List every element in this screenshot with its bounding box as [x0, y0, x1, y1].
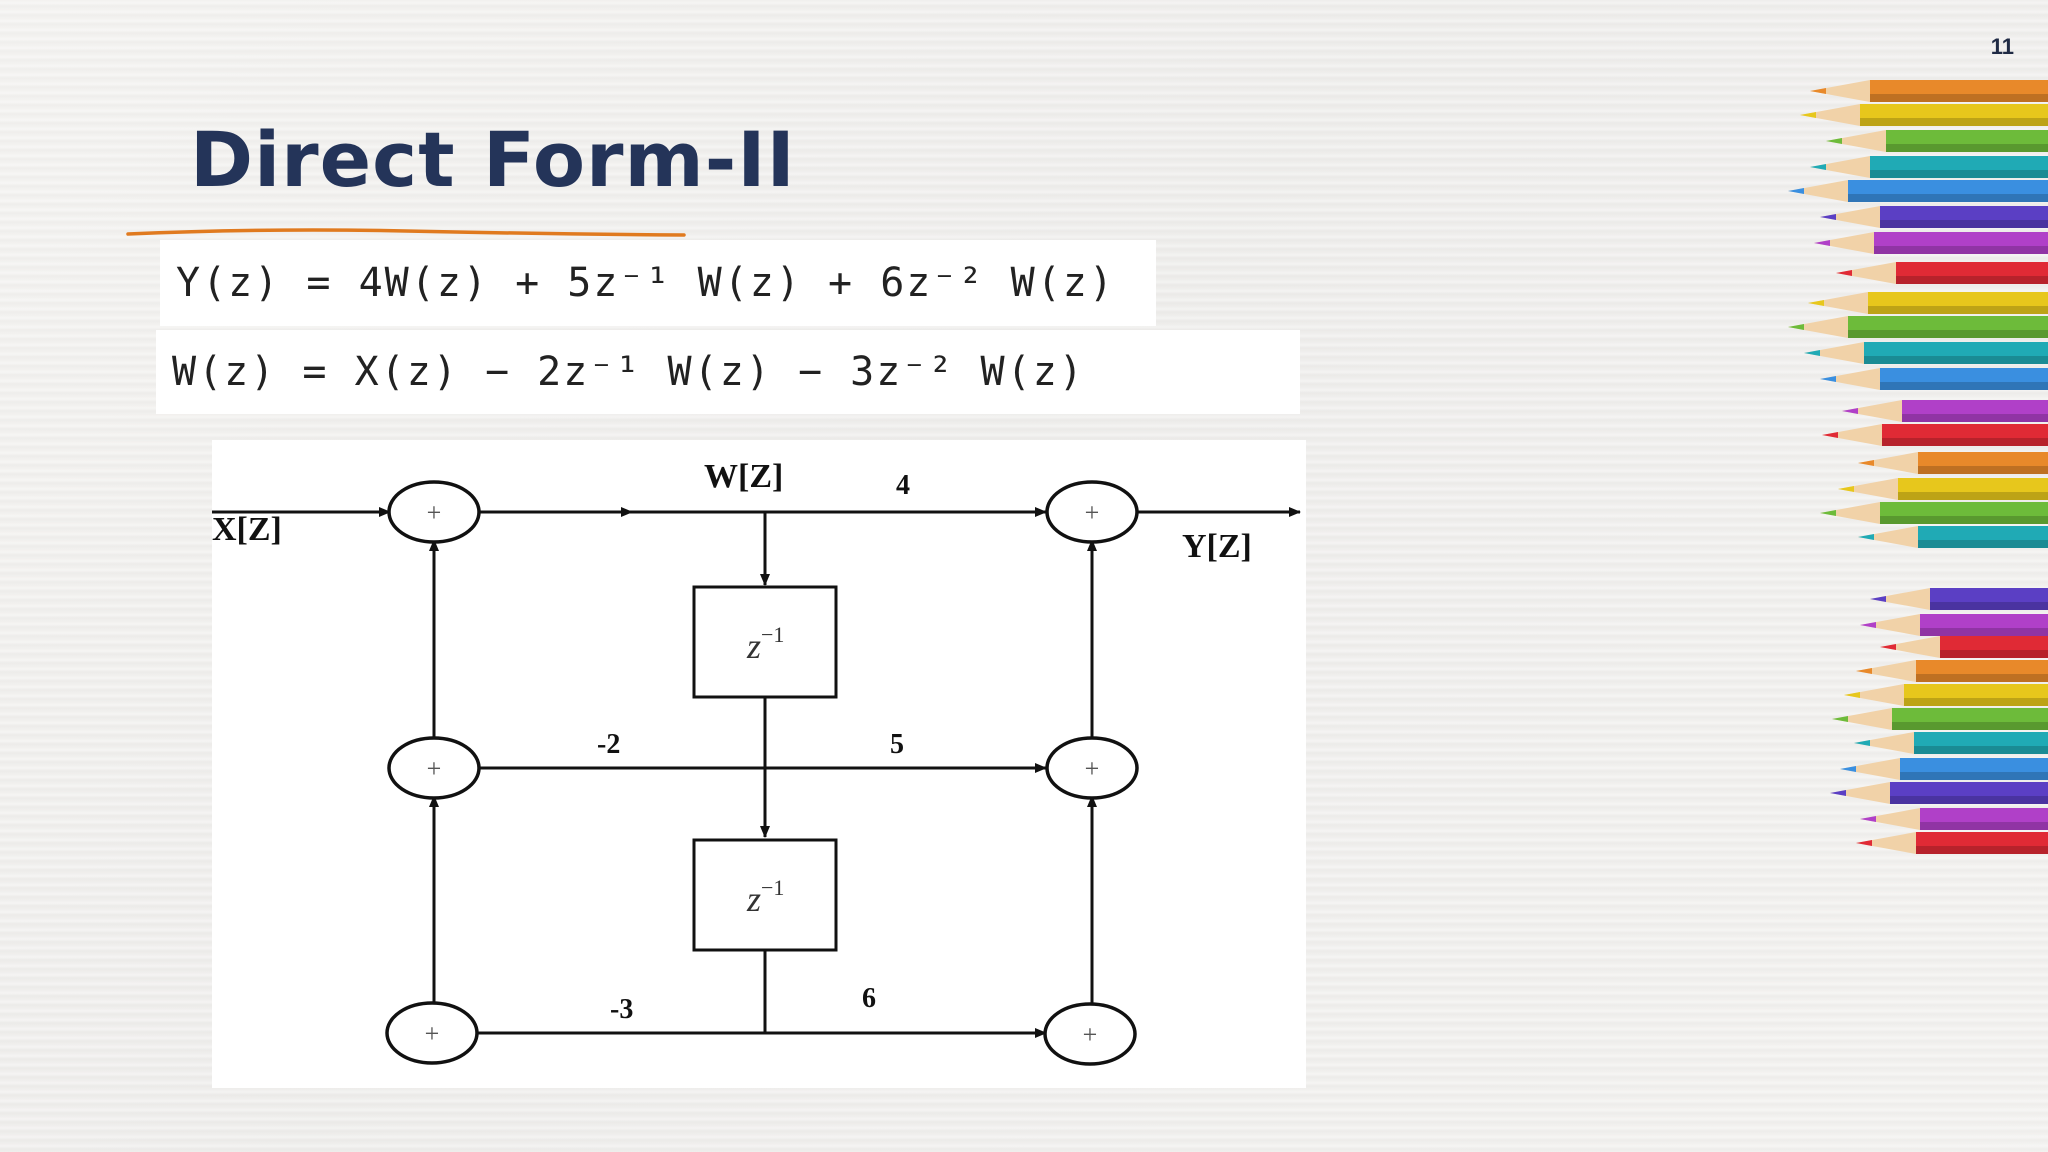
gain-4-label: 4 [896, 470, 910, 501]
colored-pencils-decoration [1788, 80, 2048, 854]
adder-symbol: + [425, 1019, 440, 1048]
colored-pencil [1854, 732, 2048, 754]
delay-block-2 [692, 838, 838, 952]
adder-right-mid [1045, 736, 1139, 800]
adder-symbol: + [1085, 754, 1100, 783]
gain-6-label: 6 [862, 983, 876, 1014]
adder-symbol: + [1085, 498, 1100, 527]
input-label: X[Z] [212, 511, 282, 548]
adder-symbol: + [1083, 1020, 1098, 1049]
colored-pencil [1856, 660, 2048, 682]
colored-pencil [1842, 400, 2048, 422]
colored-pencil [1820, 368, 2048, 390]
adder-left-bottom [385, 1001, 479, 1065]
adder-symbol: + [427, 754, 442, 783]
colored-pencil [1788, 316, 2048, 338]
gain-minus3-label: -3 [610, 994, 633, 1025]
adder-symbol: + [427, 498, 442, 527]
delay-label-1: z−1 [746, 622, 784, 666]
colored-pencil [1838, 478, 2048, 500]
colored-pencil [1858, 526, 2048, 548]
node-label: W[Z] [704, 458, 783, 495]
colored-pencil [1808, 292, 2048, 314]
adder-right-bottom [1043, 1002, 1137, 1066]
adder-left-top [387, 480, 481, 544]
adder-right-top [1045, 480, 1139, 544]
equation-w-of-z: W(z) = X(z) − 2z⁻¹ W(z) − 3z⁻² W(z) [156, 330, 1300, 414]
colored-pencil [1832, 708, 2048, 730]
output-label: Y[Z] [1182, 528, 1252, 565]
page-number: 11 [1990, 34, 2014, 59]
delay-block-1 [692, 585, 838, 699]
slide-title: Direct Form-II [190, 115, 796, 204]
colored-pencil [1880, 636, 2048, 658]
colored-pencil [1820, 206, 2048, 228]
adder-left-mid [387, 736, 481, 800]
colored-pencil [1822, 424, 2048, 446]
colored-pencil [1844, 684, 2048, 706]
colored-pencil [1810, 80, 2048, 102]
colored-pencil [1826, 130, 2048, 152]
colored-pencil [1814, 232, 2048, 254]
gain-5-label: 5 [890, 729, 904, 760]
block-diagram-svg: + + + + + + z−1 z−1 X[Z] Y[Z] W[Z] 4 -2 [212, 458, 1301, 1066]
colored-pencil [1870, 588, 2048, 610]
colored-pencil [1830, 782, 2048, 804]
direct-form-ii-diagram: + + + + + + z−1 z−1 X[Z] Y[Z] W[Z] 4 -2 [212, 440, 1306, 1088]
colored-pencil [1860, 614, 2048, 636]
gain-minus2-label: -2 [597, 729, 620, 760]
colored-pencil [1800, 104, 2048, 126]
colored-pencil [1804, 342, 2048, 364]
colored-pencil [1788, 180, 2048, 202]
equation-y-of-z: Y(z) = 4W(z) + 5z⁻¹ W(z) + 6z⁻² W(z) [160, 240, 1156, 326]
colored-pencil [1820, 502, 2048, 524]
colored-pencil [1836, 262, 2048, 284]
colored-pencil [1856, 832, 2048, 854]
delay-label-2: z−1 [746, 875, 784, 919]
colored-pencil [1858, 452, 2048, 474]
colored-pencil [1840, 758, 2048, 780]
title-underline [126, 228, 686, 237]
colored-pencil [1810, 156, 2048, 178]
colored-pencil [1860, 808, 2048, 830]
